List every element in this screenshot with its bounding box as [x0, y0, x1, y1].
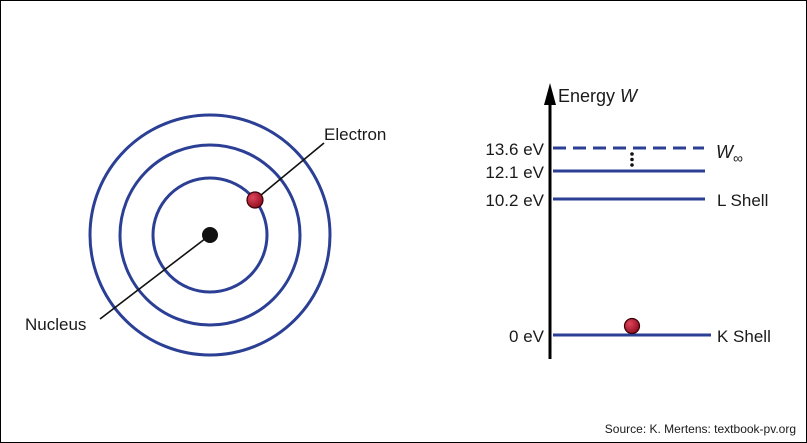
source-caption: Source: K. Mertens: textbook-pv.org	[605, 422, 796, 436]
atom-model: Electron Nucleus	[25, 113, 386, 357]
outer-orbit	[88, 113, 332, 357]
level-value-label: 0 eV	[509, 327, 545, 346]
w-infinity-label: W∞	[716, 142, 743, 166]
nucleus-pointer-line	[99, 234, 211, 320]
inner-orbit	[151, 176, 269, 294]
electron	[246, 191, 264, 209]
middle-orbit	[118, 143, 302, 327]
nucleus-label: Nucleus	[25, 315, 86, 334]
nucleus	[202, 227, 218, 243]
level-value-label: 13.6 eV	[485, 140, 544, 159]
electron-pointer-line	[254, 142, 325, 201]
level-value-label: 12.1 eV	[485, 163, 544, 182]
electron-label: Electron	[324, 125, 386, 144]
energy-axis-arrowhead	[544, 83, 556, 105]
vertical-ellipsis-icon	[630, 152, 634, 167]
ground-state-electron	[623, 317, 641, 335]
k-shell-label: K Shell	[717, 327, 771, 346]
level-value-label: 10.2 eV	[485, 191, 544, 210]
l-shell-label: L Shell	[717, 191, 768, 210]
